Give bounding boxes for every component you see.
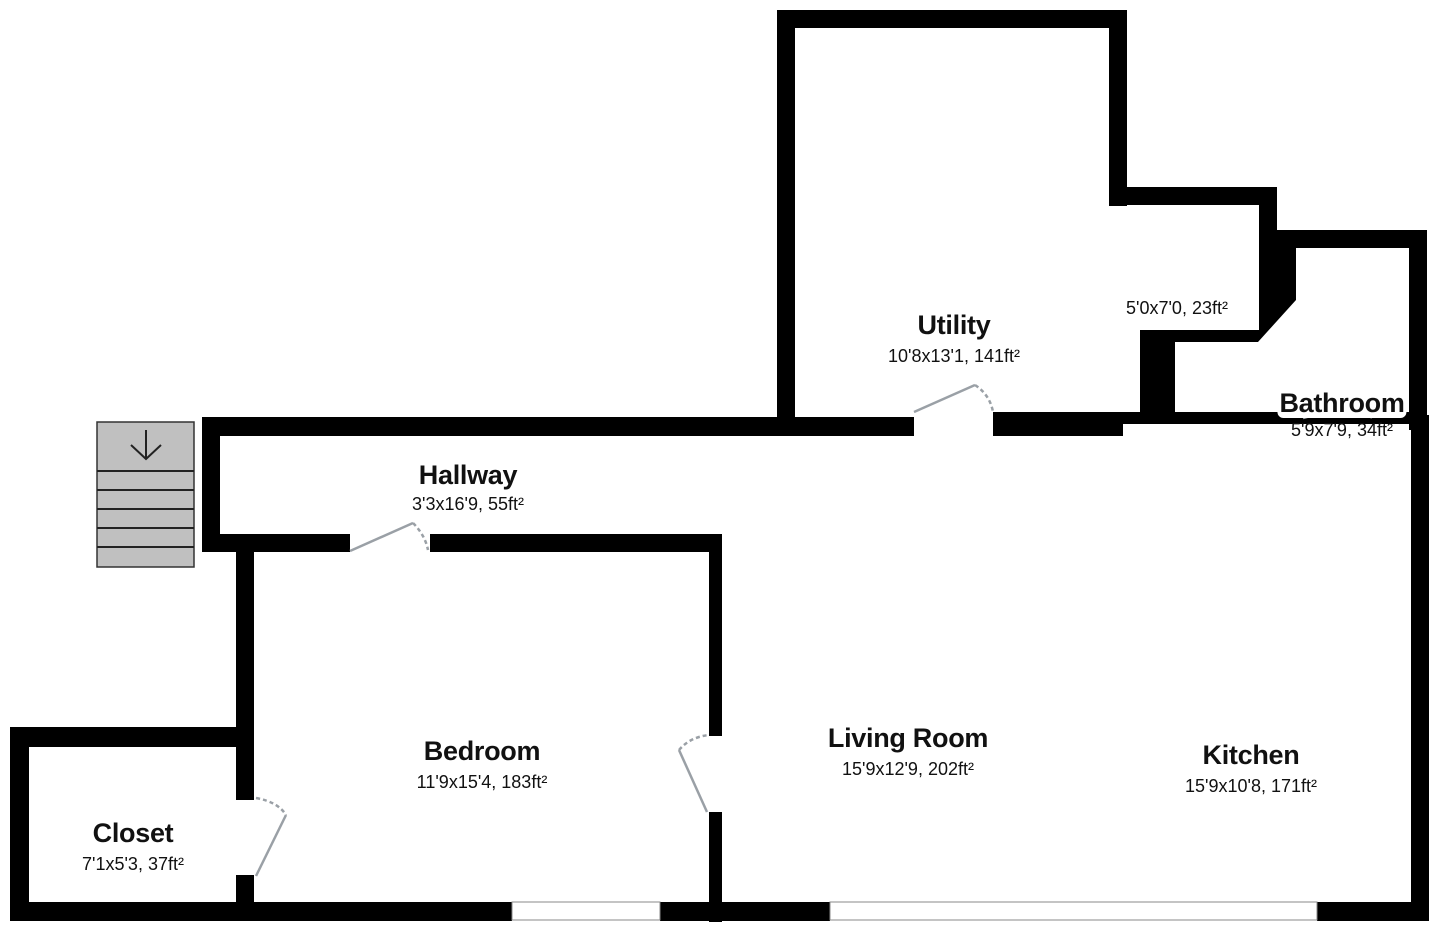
- room-name: Hallway: [418, 460, 518, 490]
- stairs: [96, 421, 195, 568]
- doors: [254, 383, 1374, 877]
- room-utility-alcove-dims: 5'0x7'0, 23ft²: [1126, 298, 1228, 318]
- room-name: Bedroom: [423, 736, 541, 766]
- room-living-room: Living Room 15'9x12'9, 202ft²: [827, 723, 989, 781]
- room-bedroom: Bedroom 11'9x15'4, 183ft²: [417, 736, 548, 794]
- room-closet: Closet 7'1x5'3, 37ft²: [82, 818, 184, 876]
- walls: [10, 10, 1429, 922]
- room-dims: 7'1x5'3, 37ft²: [82, 854, 184, 874]
- room-bathroom: Bathroom 5'9x7'9, 34ft²: [1277, 388, 1407, 442]
- room-name: Bathroom: [1277, 388, 1407, 418]
- room-dims: 15'9x12'9, 202ft²: [842, 759, 974, 779]
- arrow-down-icon: [130, 430, 162, 461]
- room-dims: 3'3x16'9, 55ft²: [412, 494, 524, 514]
- room-utility: Utility 10'8x13'1, 141ft²: [888, 310, 1020, 368]
- room-name: Closet: [92, 818, 174, 848]
- room-dims: 11'9x15'4, 183ft²: [416, 772, 548, 792]
- room-hallway: Hallway 3'3x16'9, 55ft²: [412, 460, 524, 516]
- room-name: Living Room: [827, 723, 989, 753]
- windows: [511, 901, 1318, 921]
- room-dims: 10'8x13'1, 141ft²: [888, 346, 1020, 366]
- room-kitchen: Kitchen 15'9x10'8, 171ft²: [1185, 740, 1317, 798]
- room-dims: 5'9x7'9, 34ft²: [1291, 420, 1393, 440]
- room-name: Kitchen: [1202, 740, 1300, 770]
- room-name: Utility: [917, 310, 991, 340]
- room-dims: 15'9x10'8, 171ft²: [1185, 776, 1317, 796]
